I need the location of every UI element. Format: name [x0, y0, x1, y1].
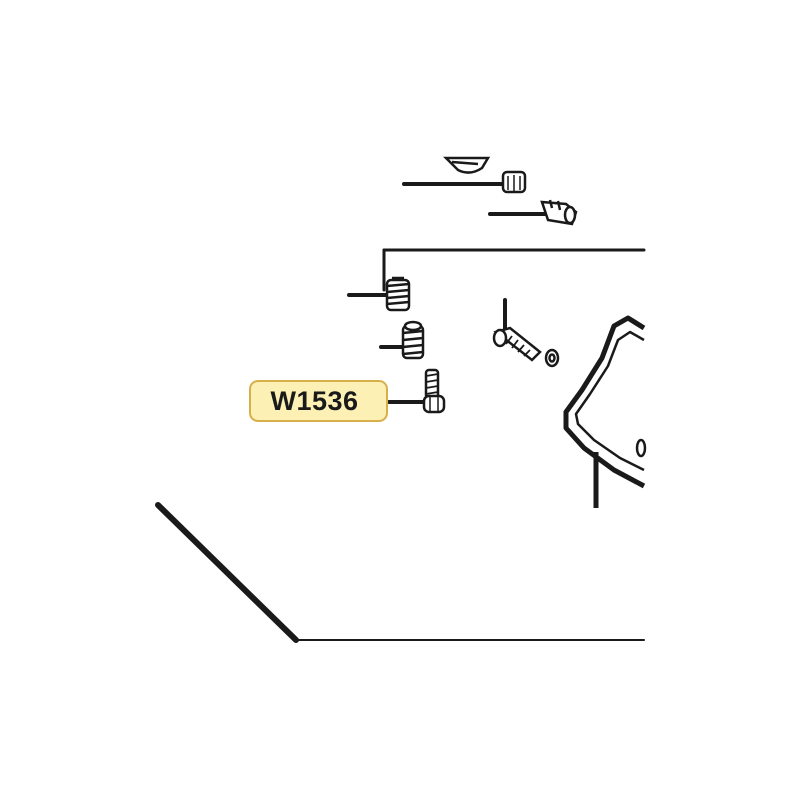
spring-small-icon: [401, 320, 425, 360]
top-fitting-icon: [442, 156, 491, 174]
housing-lower-diagonal: [155, 502, 299, 643]
valve-body-inner: [574, 330, 645, 472]
valve-body-outer: [563, 315, 646, 489]
valve-body-icon: [563, 315, 647, 508]
leader-lines: [347, 182, 550, 404]
bolt-icon: [422, 368, 446, 414]
part-number-callout: W1536: [249, 380, 388, 422]
screw-icon: [492, 326, 542, 362]
spring-icon: [385, 276, 411, 312]
washer-icon: [544, 348, 560, 368]
nut-icon: [501, 170, 527, 194]
housing-outline: [155, 248, 646, 643]
plug-icon: [540, 199, 578, 226]
